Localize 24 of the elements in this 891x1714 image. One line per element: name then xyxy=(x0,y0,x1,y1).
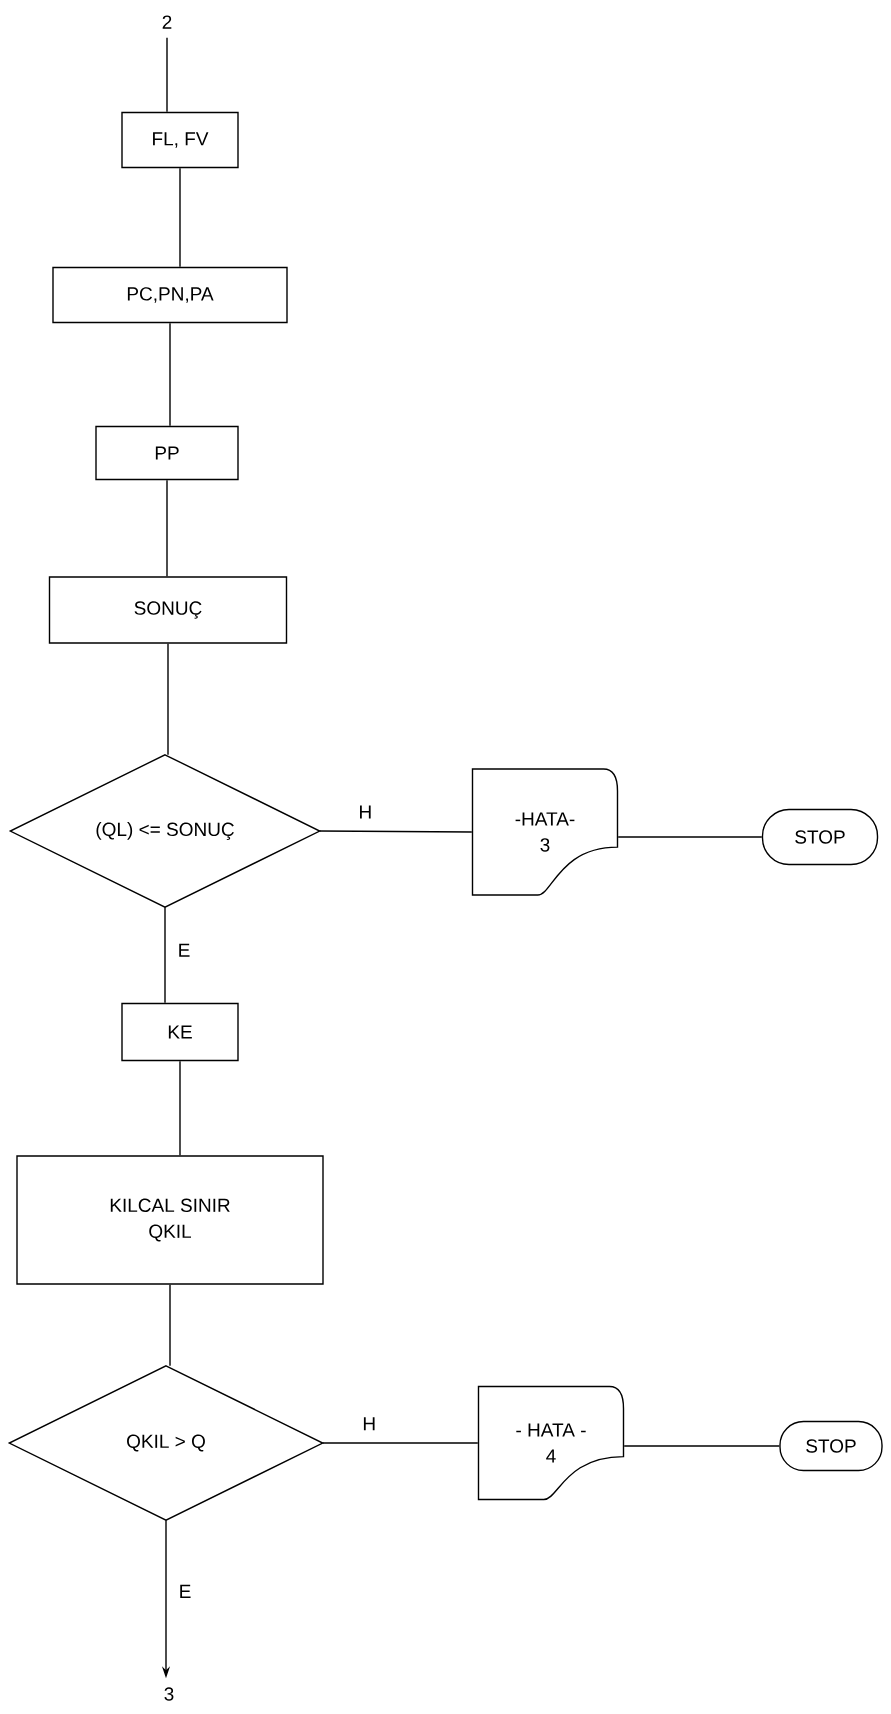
flow-line xyxy=(164,906,166,1004)
connector-number: 3 xyxy=(164,1687,174,1701)
flow-line xyxy=(179,167,181,268)
process-box: KE xyxy=(121,1002,239,1062)
process-box: KILCAL SINIR QKIL xyxy=(16,1155,324,1285)
flow-line xyxy=(166,479,168,577)
flow-line xyxy=(322,1442,479,1444)
edge-label: E xyxy=(179,943,190,957)
flow-line xyxy=(166,37,168,113)
flow-line xyxy=(617,836,763,838)
process-box: PC,PN,PA xyxy=(52,266,288,324)
edge-label: H xyxy=(363,1417,375,1431)
flow-line xyxy=(179,1060,181,1156)
flow-line xyxy=(319,830,473,833)
flow-line xyxy=(169,1284,171,1367)
process-box: FL, FV xyxy=(121,111,239,169)
process-box: PP xyxy=(95,425,239,481)
flow-line xyxy=(623,1445,780,1447)
flow-line xyxy=(169,322,171,427)
edge-label: E xyxy=(180,1584,191,1598)
edge-label: H xyxy=(360,805,371,819)
connector-number: 2 xyxy=(162,15,172,29)
process-box: SONUÇ xyxy=(48,576,288,644)
flow-line xyxy=(167,643,169,756)
